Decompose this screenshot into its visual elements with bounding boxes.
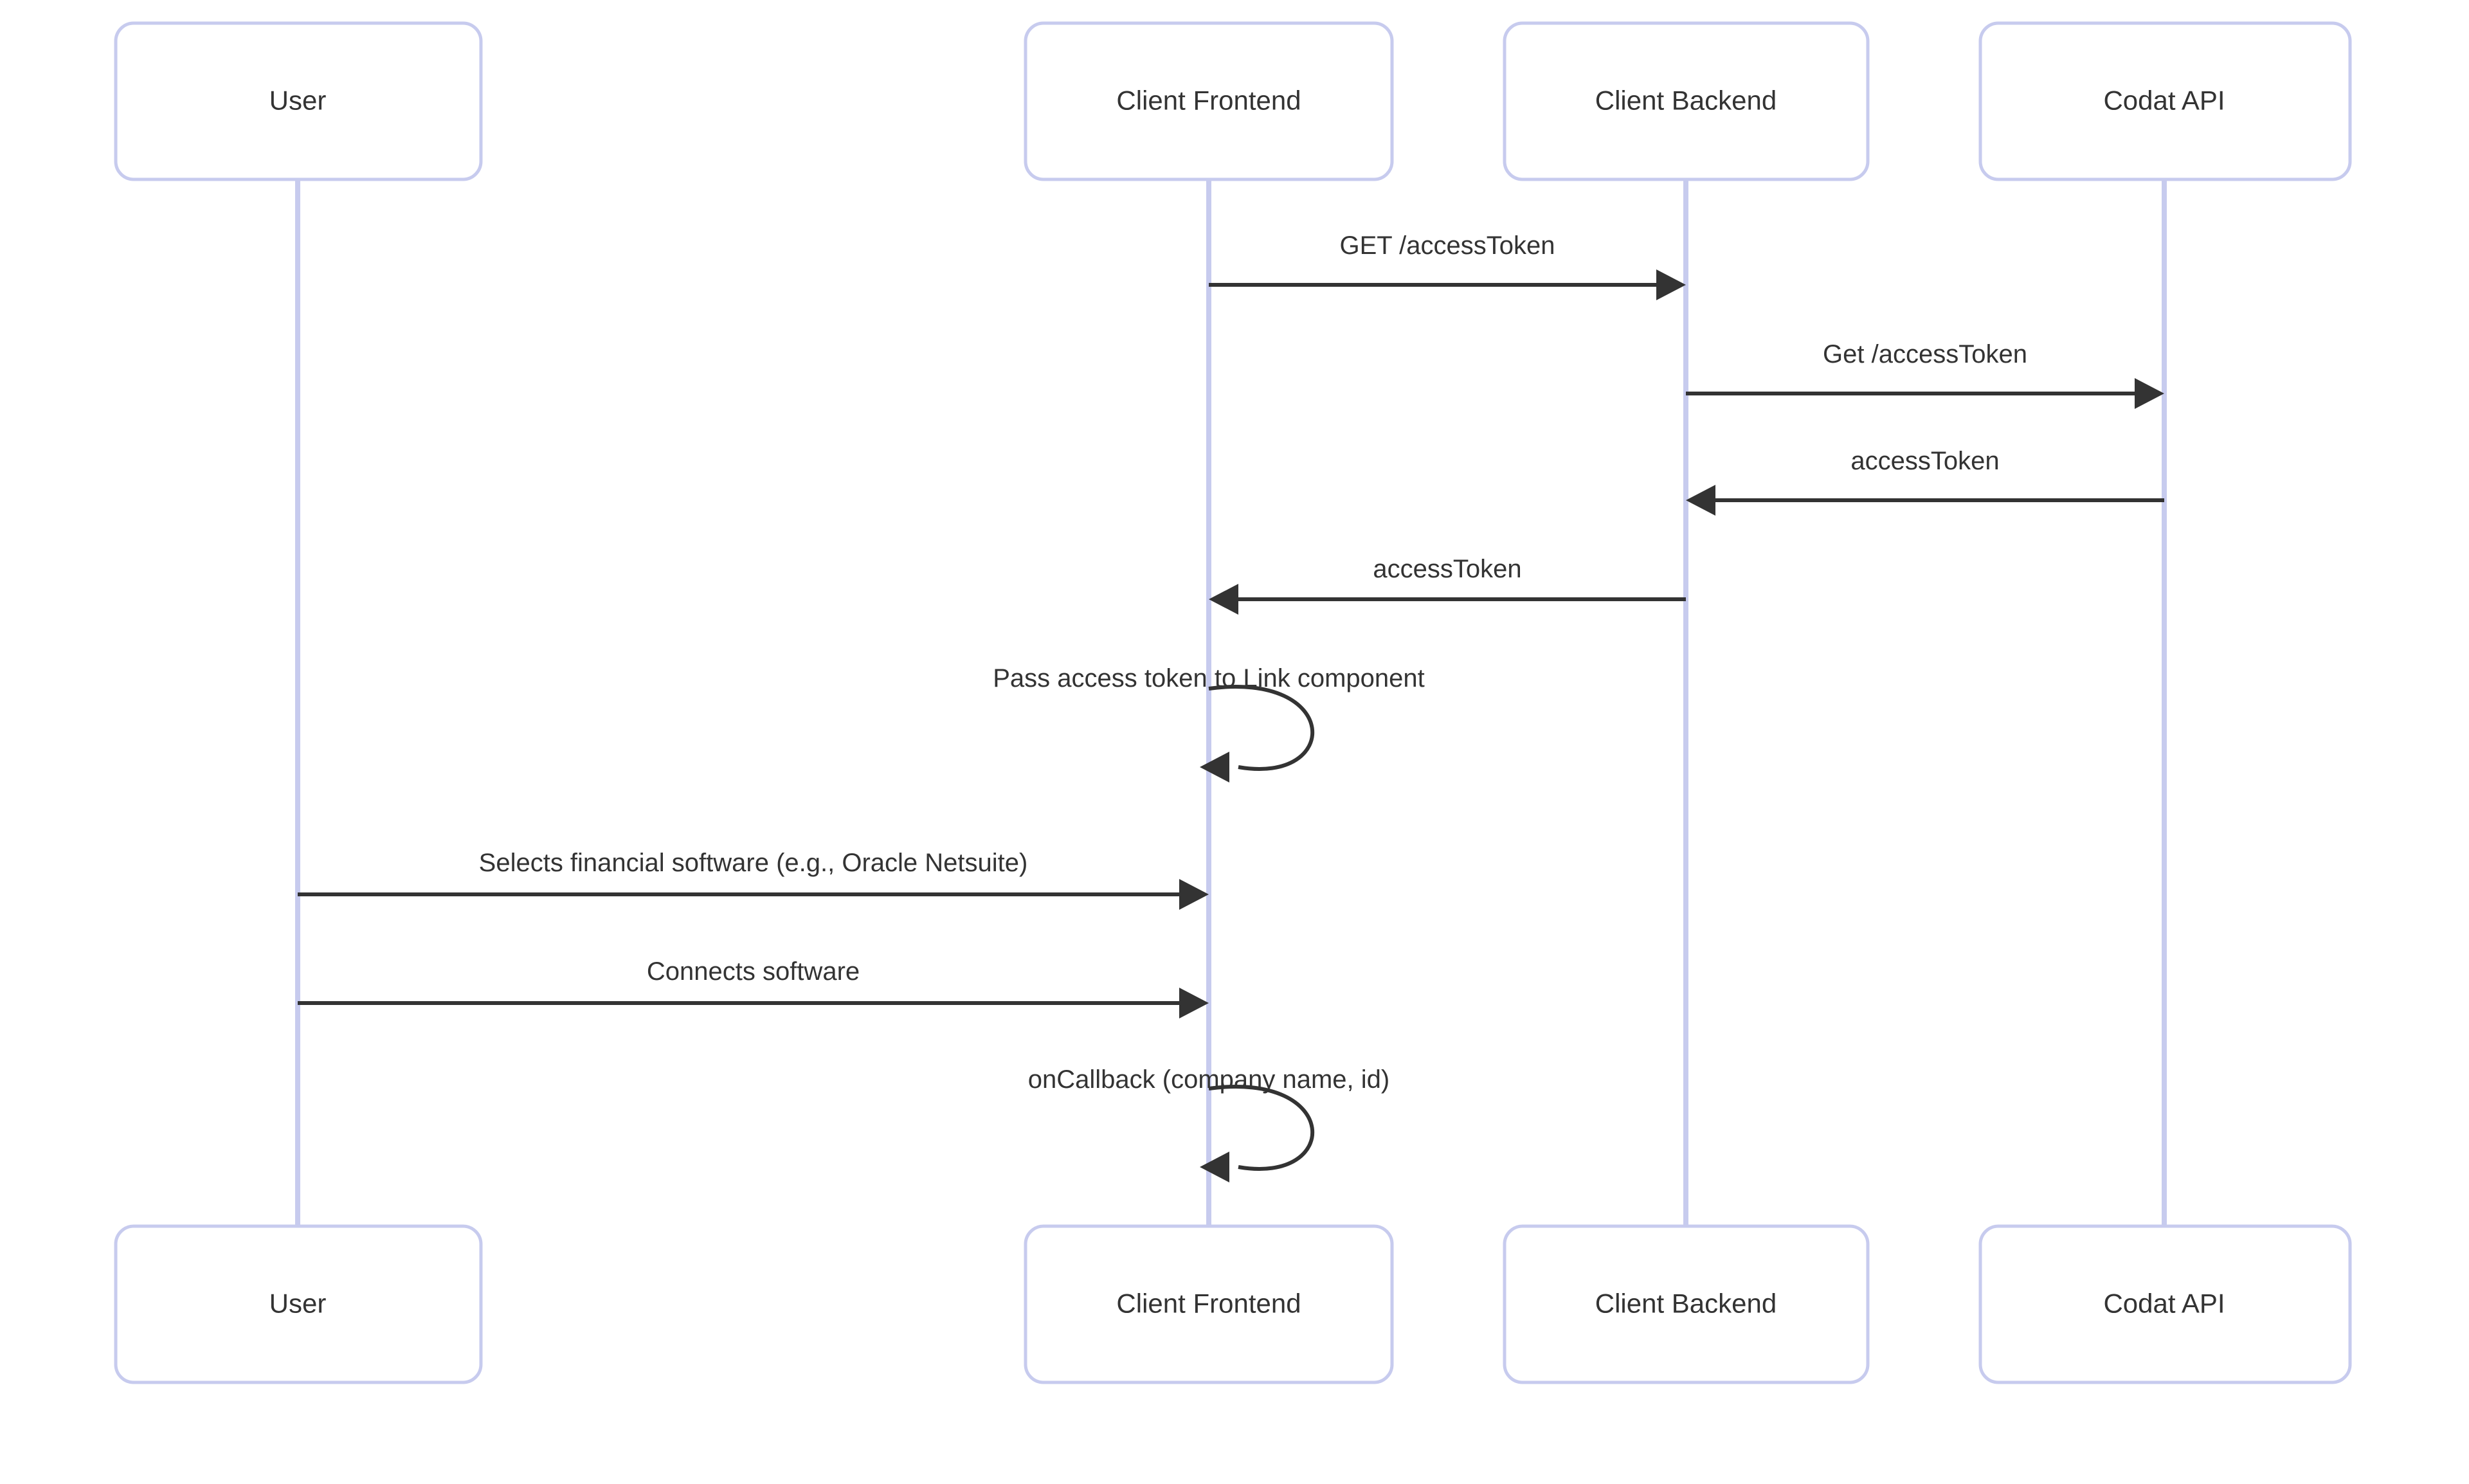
- message-label-2: accessToken: [1850, 447, 1999, 475]
- message-2-reply[interactable]: accessToken: [1686, 447, 2164, 516]
- message-self-loop-7: [1208, 1085, 1315, 1171]
- participant-boxes-bottom: User Client Frontend Client Backend Codat A…: [114, 1224, 2352, 1384]
- participant-label-codat-api: Codat API: [2103, 1289, 2225, 1319]
- message-4-self[interactable]: Pass access token to Link component: [993, 664, 1425, 783]
- participant-box-client-frontend[interactable]: [1024, 21, 1394, 181]
- message-label-0: GET /accessToken: [1340, 231, 1555, 260]
- message-6-sync[interactable]: Connects software: [298, 957, 1209, 1018]
- participant-label-client-backend: Client Backend: [1595, 86, 1777, 116]
- participant-box-user[interactable]: [114, 21, 483, 181]
- message-arrowhead-2: [1686, 485, 1715, 516]
- message-label-3: accessToken: [1373, 555, 1521, 583]
- message-7-self[interactable]: onCallback (company name, id): [1028, 1065, 1389, 1182]
- participant-user-top[interactable]: User: [114, 21, 483, 181]
- participant-label-user: User: [269, 1289, 327, 1319]
- message-arrowhead-7: [1200, 1152, 1229, 1182]
- message-arrowhead-6: [1179, 988, 1209, 1018]
- message-3-reply[interactable]: accessToken: [1209, 555, 1686, 615]
- participant-box-client-backend[interactable]: [1503, 1224, 1870, 1384]
- participant-label-user: User: [269, 86, 327, 116]
- message-label-1: Get /accessToken: [1823, 340, 2027, 368]
- message-1-sync[interactable]: Get /accessToken: [1686, 340, 2164, 409]
- participant-codat-api-top[interactable]: Codat API: [1978, 21, 2352, 181]
- participant-label-client-frontend: Client Frontend: [1116, 1289, 1301, 1319]
- message-arrowhead-3: [1209, 584, 1238, 615]
- participant-client-frontend-bottom[interactable]: Client Frontend: [1024, 1224, 1394, 1384]
- lifelines-layer: [295, 179, 2167, 1382]
- message-arrowhead-4: [1200, 752, 1229, 783]
- participant-box-codat-api[interactable]: [1978, 21, 2352, 181]
- participant-box-user[interactable]: [114, 1224, 483, 1384]
- participant-box-client-frontend[interactable]: [1024, 1224, 1394, 1384]
- message-label-5: Selects financial software (e.g., Oracle…: [479, 849, 1028, 877]
- message-0-sync[interactable]: GET /accessToken: [1209, 231, 1686, 300]
- message-label-7: onCallback (company name, id): [1028, 1065, 1389, 1094]
- participant-label-codat-api: Codat API: [2103, 86, 2225, 116]
- participant-box-client-backend[interactable]: [1503, 21, 1870, 181]
- participant-client-frontend-top[interactable]: Client Frontend: [1024, 21, 1394, 181]
- participant-boxes-top: User Client Frontend Client Backend Codat A…: [114, 21, 2352, 181]
- participant-client-backend-top[interactable]: Client Backend: [1503, 21, 1870, 181]
- participant-client-backend-bottom[interactable]: Client Backend: [1503, 1224, 1870, 1384]
- participant-label-client-frontend: Client Frontend: [1116, 86, 1301, 116]
- message-label-4: Pass access token to Link component: [993, 664, 1424, 692]
- message-arrowhead-0: [1656, 269, 1686, 300]
- participant-box-codat-api[interactable]: [1978, 1224, 2352, 1384]
- participant-label-client-backend: Client Backend: [1595, 1289, 1777, 1319]
- message-5-sync[interactable]: Selects financial software (e.g., Oracle…: [298, 849, 1209, 910]
- message-self-loop-4: [1208, 685, 1315, 771]
- message-arrowhead-1: [2135, 378, 2164, 409]
- message-arrowhead-5: [1179, 879, 1209, 910]
- participant-codat-api-bottom[interactable]: Codat API: [1978, 1224, 2352, 1384]
- message-label-6: Connects software: [647, 957, 860, 986]
- participant-user-bottom[interactable]: User: [114, 1224, 483, 1384]
